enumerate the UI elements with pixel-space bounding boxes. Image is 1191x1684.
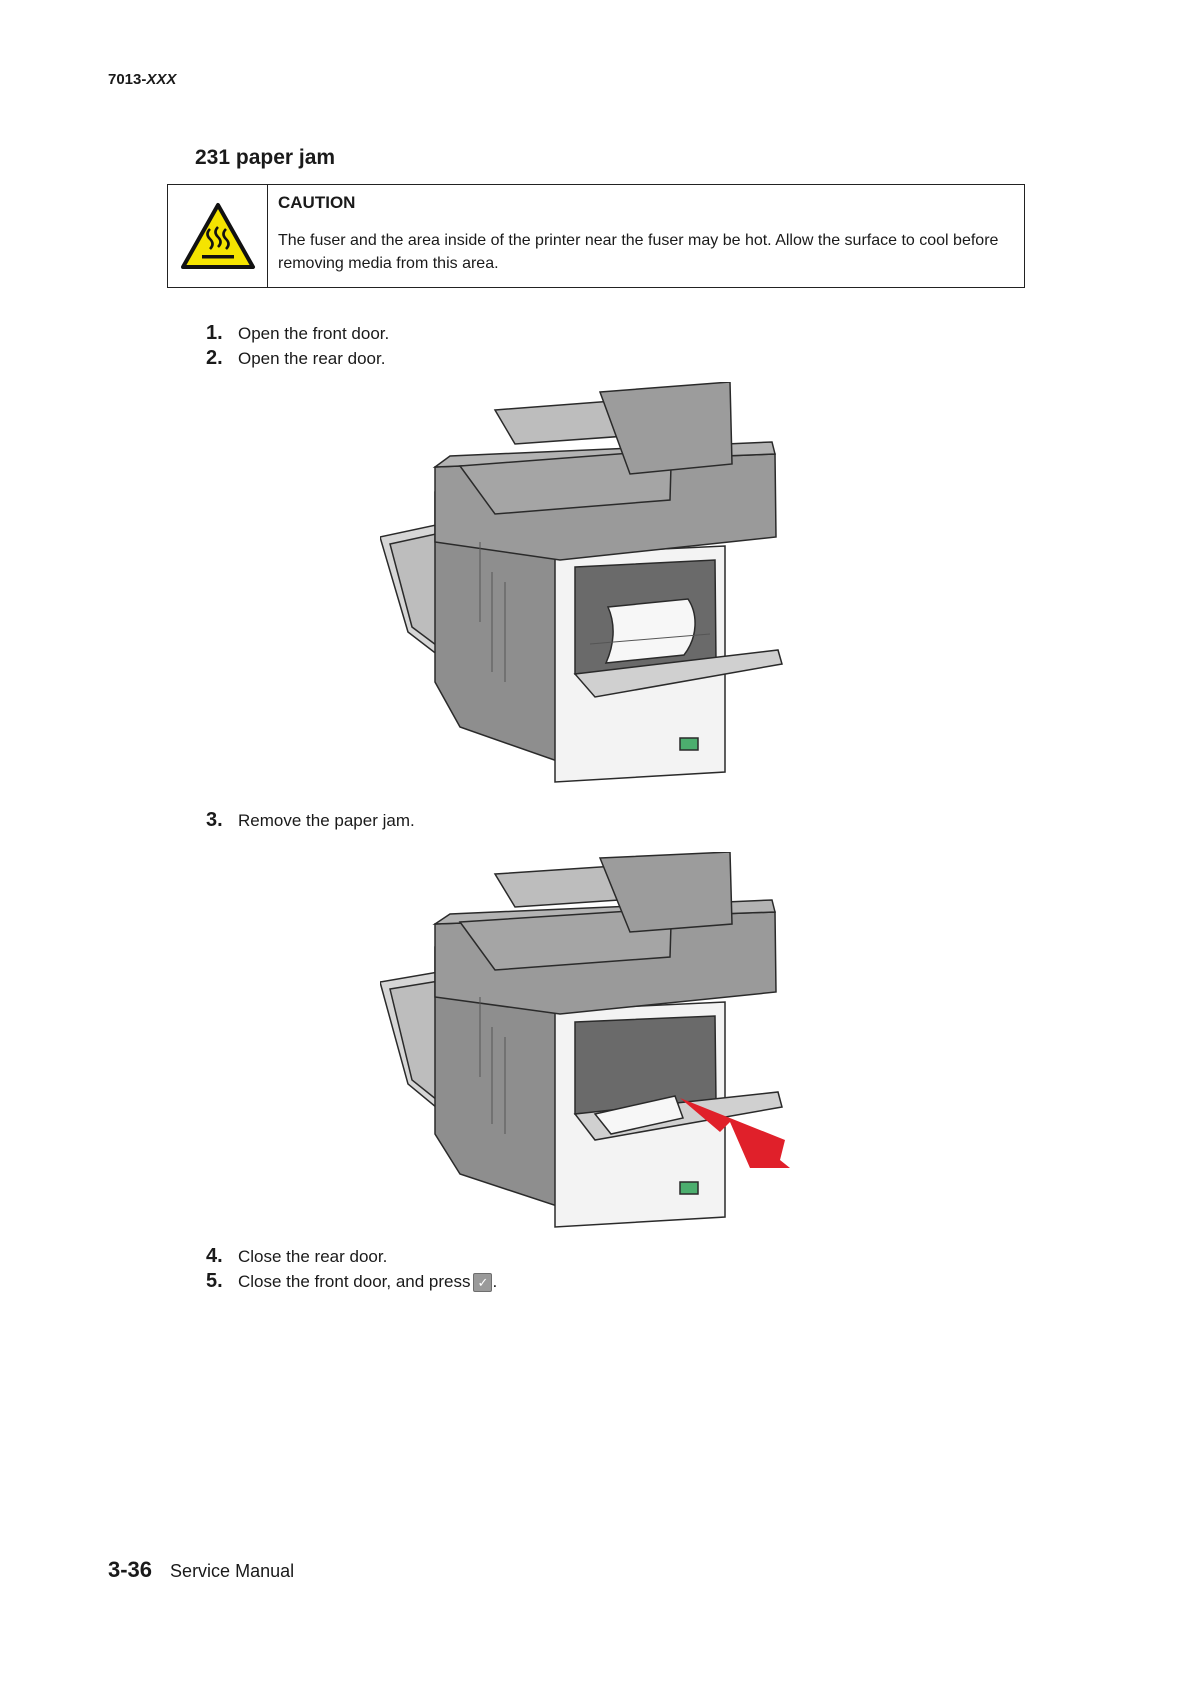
check-key-icon: ✓ [473, 1273, 493, 1292]
step-2: 2.Open the rear door. [206, 347, 386, 369]
caution-label: CAUTION [278, 193, 356, 212]
printer-rear-door-open-figure [380, 382, 783, 783]
footer-doc-title: Service Manual [170, 1561, 295, 1581]
caution-box: CAUTION The fuser and the area inside of… [167, 184, 1025, 288]
step-3: 3.Remove the paper jam. [206, 809, 415, 831]
page-number: 3-36 [108, 1557, 153, 1582]
page-title: 231 paper jam [195, 146, 336, 169]
caution-text-cell: CAUTION The fuser and the area inside of… [268, 185, 1024, 287]
document-header: 7013-XXX [108, 71, 177, 88]
remove-paper-jam-figure [380, 852, 790, 1228]
hot-surface-warning-icon [180, 203, 255, 269]
page-footer: 3-36 Service Manual [108, 1557, 294, 1583]
caution-icon-cell [168, 185, 268, 287]
step-4: 4.Close the rear door. [206, 1245, 388, 1267]
step-5: 5.Close the front door, and press✓. [206, 1270, 498, 1292]
caution-text: The fuser and the area inside of the pri… [278, 232, 999, 272]
step-1: 1.Open the front door. [206, 322, 390, 344]
